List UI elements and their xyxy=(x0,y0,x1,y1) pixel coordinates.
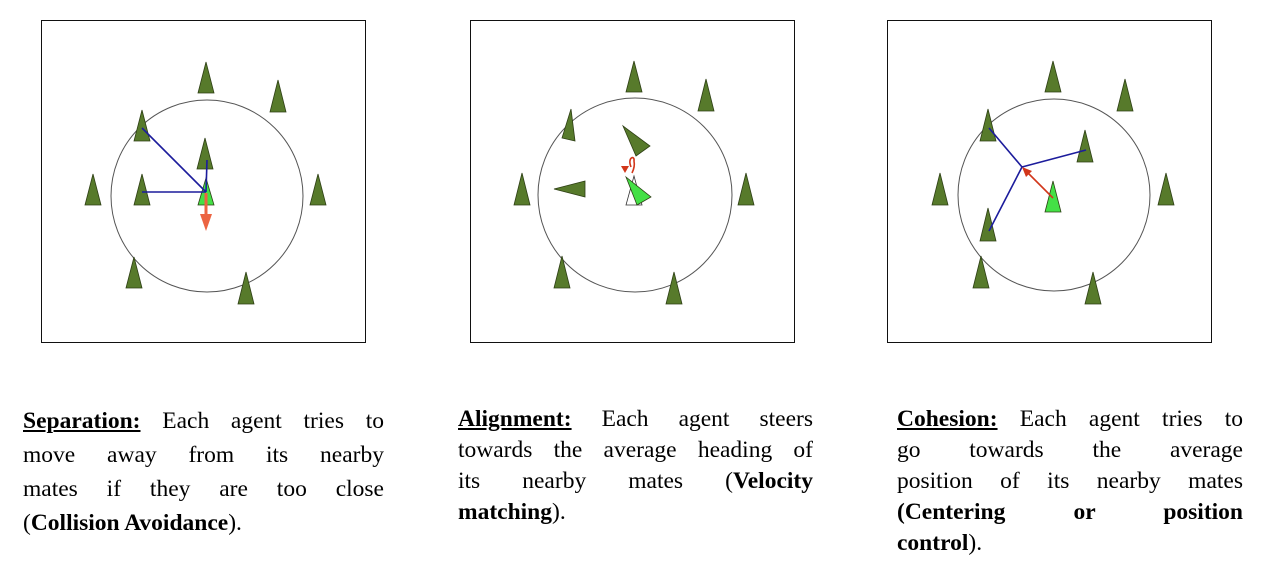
caption-line: (Collision Avoidance). xyxy=(23,506,384,540)
agent-triangle xyxy=(931,172,949,206)
caption-text: Each agent tries to xyxy=(997,406,1243,432)
arrowhead-icon xyxy=(1022,167,1032,177)
agent-triangle xyxy=(269,79,287,113)
agent-triangle xyxy=(561,108,576,142)
caption-text: its nearby mates ( xyxy=(458,468,733,494)
cohesion-diagram xyxy=(931,60,1175,305)
cohesion-panel xyxy=(887,20,1212,343)
neighbor-line xyxy=(141,127,207,193)
agent-triangle xyxy=(1084,271,1102,305)
caption-text: control xyxy=(897,530,969,556)
perception-radius xyxy=(110,99,304,293)
agent-triangle xyxy=(196,137,214,170)
agent-triangle xyxy=(309,173,327,206)
perception-radius xyxy=(537,97,733,293)
caption-line: Separation: Each agent tries to xyxy=(23,404,384,438)
agent-triangle xyxy=(979,108,997,142)
caption-text: Velocity xyxy=(732,468,813,494)
focus-agent xyxy=(625,175,652,206)
agent-triangle xyxy=(972,255,990,289)
alignment-panel xyxy=(470,20,795,343)
arrowhead-icon xyxy=(200,214,212,231)
caption-line: mates if they are too close xyxy=(23,472,384,506)
agent-triangle xyxy=(697,78,715,112)
caption-text: Each agent tries to xyxy=(140,408,384,434)
caption-line: Alignment: Each agent steers xyxy=(458,404,813,435)
arrowhead-icon xyxy=(621,166,629,173)
neighbor-line xyxy=(1021,149,1087,168)
alignment-diagram xyxy=(513,60,755,305)
caption-text: ( xyxy=(23,510,31,536)
agent-triangle xyxy=(979,207,997,242)
agent-triangle xyxy=(133,109,151,142)
agent-triangle xyxy=(125,256,143,289)
agent-triangle xyxy=(1076,129,1094,163)
caption-heading: Alignment: xyxy=(458,406,572,432)
caption-text: mates if they are too close xyxy=(23,476,384,502)
caption-line: (Centering or position xyxy=(897,497,1243,528)
caption-text: matching xyxy=(458,499,552,525)
caption-text: towards the average heading of xyxy=(458,437,813,463)
agent-triangle xyxy=(665,271,683,305)
caption-line: Cohesion: Each agent tries to xyxy=(897,404,1243,435)
caption-heading: Separation: xyxy=(23,408,141,434)
agent-triangle xyxy=(1044,60,1062,93)
agent-triangle xyxy=(553,180,586,198)
agent-triangle xyxy=(237,271,255,305)
agent-triangle xyxy=(197,61,215,94)
caption-text: ). xyxy=(968,530,983,556)
separation-diagram xyxy=(84,61,327,305)
caption-text: Collision Avoidance xyxy=(30,510,229,536)
caption-text: move away from its nearby xyxy=(23,442,384,468)
neighbor-line xyxy=(988,127,1023,168)
perception-radius xyxy=(957,98,1151,292)
caption-text: go towards the average xyxy=(897,437,1243,463)
agent-triangle xyxy=(1116,78,1134,112)
separation-panel xyxy=(41,20,366,343)
agent-triangle xyxy=(625,60,643,93)
caption-text: ). xyxy=(228,510,242,536)
agent-triangle xyxy=(737,172,755,206)
caption-line: its nearby mates (Velocity xyxy=(458,466,813,497)
rotation-arrow xyxy=(629,156,636,174)
caption-line: move away from its nearby xyxy=(23,438,384,472)
caption-text: (Centering or position xyxy=(897,499,1243,525)
caption-line: position of its nearby mates xyxy=(897,466,1243,497)
caption-heading: Cohesion: xyxy=(897,406,998,432)
caption-text: Each agent steers xyxy=(571,406,813,432)
agent-triangle xyxy=(133,173,151,206)
agent-triangle xyxy=(622,124,651,157)
neighbor-line xyxy=(205,159,208,193)
caption-line: matching). xyxy=(458,497,813,528)
focus-agent xyxy=(1044,180,1062,213)
cohesion-force-arrow xyxy=(1027,172,1054,199)
neighbor-line xyxy=(988,166,1023,232)
caption-line: go towards the average xyxy=(897,435,1243,466)
caption-text: position of its nearby mates xyxy=(897,468,1243,494)
agent-triangle xyxy=(1157,172,1175,206)
separation-caption: Separation: Each agent tries to move away… xyxy=(23,404,384,540)
caption-text: ). xyxy=(552,499,566,525)
agent-triangle xyxy=(553,255,571,289)
caption-line: towards the average heading of xyxy=(458,435,813,466)
agent-triangle xyxy=(84,173,102,206)
caption-line: control). xyxy=(897,528,1243,559)
agent-triangle xyxy=(513,172,531,206)
